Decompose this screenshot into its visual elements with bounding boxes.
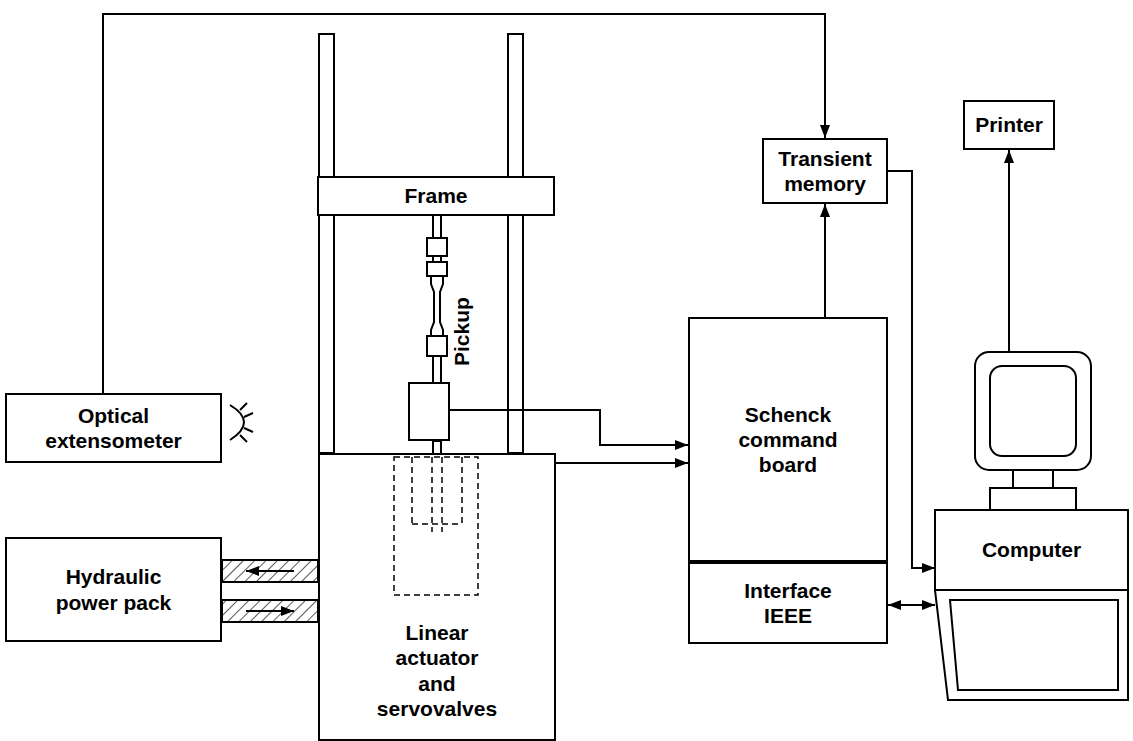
- keyboard-keys: [950, 600, 1118, 690]
- connector-line: [824, 204, 826, 317]
- hydraulic-pipe: [222, 600, 318, 622]
- memory-box: Transient memory: [762, 138, 888, 204]
- signal-connector: [1004, 150, 1014, 352]
- command-board: Schenck command board: [688, 317, 888, 562]
- upper-rod: [433, 214, 441, 240]
- node-label: Printer: [975, 112, 1043, 137]
- node-label: Schenck command board: [738, 402, 837, 478]
- signal-connector: [820, 204, 830, 317]
- eye-lash: [244, 428, 253, 432]
- connector-line: [1008, 150, 1010, 352]
- node-label: Interface IEEE: [744, 578, 832, 628]
- pickup-load-cell: Pickup: [408, 382, 450, 441]
- hydraulic-box: Hydraulic power pack: [5, 537, 222, 642]
- arrow-head: [922, 600, 935, 610]
- monitor-stand: [990, 488, 1076, 510]
- node-label: Frame: [404, 183, 467, 208]
- signal-connector: [888, 600, 935, 610]
- pipe-body: [222, 600, 318, 622]
- arrow-head: [820, 125, 830, 138]
- piston-line: [412, 523, 462, 525]
- node-label: Pickup: [448, 298, 473, 367]
- arrow-head: [888, 600, 901, 610]
- arrow-head: [675, 440, 688, 450]
- actuator-box: Linear actuator and servovalves: [318, 453, 556, 741]
- node-label: Linear actuator and servovalves: [377, 620, 497, 721]
- monitor-neck: [1013, 470, 1053, 488]
- printer-box: Printer: [963, 100, 1055, 150]
- monitor-screen: [990, 366, 1076, 456]
- lower-rod: [433, 356, 441, 383]
- piston-rod-hidden: [441, 457, 443, 532]
- arrow-head: [281, 606, 294, 616]
- node-label: Optical extensometer: [45, 403, 182, 453]
- monitor: [975, 352, 1091, 470]
- node-label: Computer: [935, 510, 1128, 590]
- connector-line: [556, 462, 688, 464]
- specimen: [431, 276, 443, 336]
- pipe-body: [222, 560, 318, 582]
- signal-connector: [450, 410, 688, 450]
- arrow-head: [820, 204, 830, 217]
- keyboard: [935, 590, 1128, 700]
- eye-lash: [240, 435, 247, 442]
- interface-box: Interface IEEE: [688, 562, 888, 644]
- frame-bar: Frame: [317, 176, 555, 216]
- piston-rod-hidden: [431, 457, 433, 532]
- computer-base: [935, 510, 1128, 590]
- node-label: Hydraulic power pack: [39, 564, 189, 614]
- connector-line: [450, 410, 688, 445]
- piston-line: [411, 457, 413, 524]
- signal-connector: [556, 458, 688, 468]
- piston-line: [461, 457, 463, 524]
- node-label: Transient memory: [778, 146, 871, 196]
- upper-grip: [427, 238, 447, 256]
- frame-column: [508, 34, 523, 453]
- eye-lash: [244, 413, 253, 417]
- lower-grip: [427, 336, 447, 356]
- frame-column: [319, 34, 334, 453]
- upper-grip-jaw: [427, 262, 447, 276]
- eye-symbol: [230, 405, 244, 440]
- signal-connector: [888, 171, 935, 573]
- arrow-head: [922, 563, 935, 573]
- arrow-head: [675, 458, 688, 468]
- arrow-head: [1004, 150, 1014, 163]
- extensometer-box: Optical extensometer: [5, 393, 222, 463]
- hydraulic-pipe: [222, 560, 318, 582]
- computer: Computer: [935, 352, 1128, 700]
- eye-lash: [240, 403, 247, 410]
- connector-line: [888, 171, 935, 568]
- piston-chamber: [394, 457, 478, 595]
- arrow-head: [246, 566, 259, 576]
